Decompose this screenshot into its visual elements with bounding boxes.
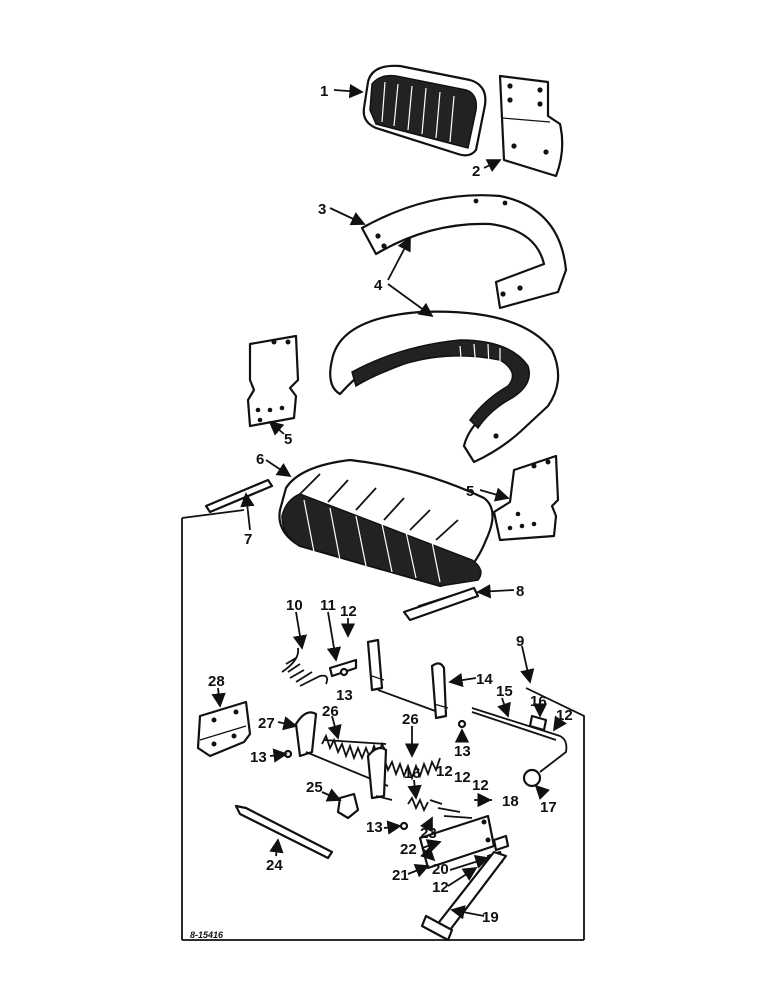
callout-labels: 1 2 3 4 5 5 6 7 8 9 10 11 12 13 14 15 16… [190,83,573,940]
callout-3: 3 [318,201,326,218]
part-5-bracket-left [246,334,300,428]
part-lower-lever [366,746,393,801]
callout-16-a: 16 [530,693,547,710]
part-5-bracket-right [492,454,560,542]
part-12-pins [429,799,492,819]
callout-14: 14 [476,671,493,688]
callout-26-b: 26 [402,711,419,728]
callout-19: 19 [482,909,499,926]
part-4-back-cushion [329,310,560,464]
callout-13-a: 13 [336,687,353,704]
part-1-back-cushion [362,64,487,157]
callout-4: 4 [374,277,383,294]
callout-12-a: 12 [340,603,357,620]
callout-13-c: 13 [454,743,471,760]
callout-28: 28 [208,673,225,690]
callout-15: 15 [496,683,513,700]
part-11-clip [328,658,358,678]
part-3-back-band [360,194,568,310]
part-8-rail [402,586,480,622]
callout-21: 21 [392,867,409,884]
callout-12-f: 12 [432,879,449,896]
callout-26-a: 26 [322,703,339,720]
part-25-bracket [336,792,360,820]
part-17-knob [522,768,542,788]
callout-12-c: 12 [436,763,453,780]
part-6-seat-cushion [278,458,494,588]
callout-2: 2 [472,163,480,180]
part-16-spring-lower [407,796,429,813]
callout-27: 27 [258,715,275,732]
callout-16-b: 16 [404,765,421,782]
part-14-lever-assembly [366,638,449,720]
callout-13-b: 13 [250,749,267,766]
callout-5-left: 5 [284,431,292,448]
part-15-rod [471,707,568,773]
callout-18: 18 [502,793,519,810]
callout-24: 24 [266,857,283,874]
callout-9: 9 [516,633,524,650]
part-7-strap [204,478,274,514]
callout-5-right: 5 [466,483,474,500]
callout-12-b: 12 [556,707,573,724]
callout-12-e: 12 [472,777,489,794]
part-16-pin-upper [528,714,548,732]
drawing-code: 8-15416 [190,930,224,940]
callout-25: 25 [306,779,323,796]
callout-8: 8 [516,583,524,600]
callout-7: 7 [244,531,252,548]
part-28-bracket [196,700,252,758]
callout-20: 20 [432,861,449,878]
leader-lines [211,83,567,920]
part-24-strap [234,804,334,860]
callout-13-d: 13 [366,819,383,836]
callout-11: 11 [320,597,336,614]
callout-17: 17 [540,799,557,816]
frame-outline [181,509,585,941]
callout-23: 23 [420,825,437,842]
part-10-spring [281,647,329,687]
callout-10: 10 [286,597,303,614]
callout-1: 1 [320,83,328,100]
part-26-spring-right [379,755,441,781]
callout-12-d: 12 [454,769,471,786]
part-2-bracket [498,74,564,178]
callout-22: 22 [400,841,417,858]
callout-6: 6 [256,451,264,468]
